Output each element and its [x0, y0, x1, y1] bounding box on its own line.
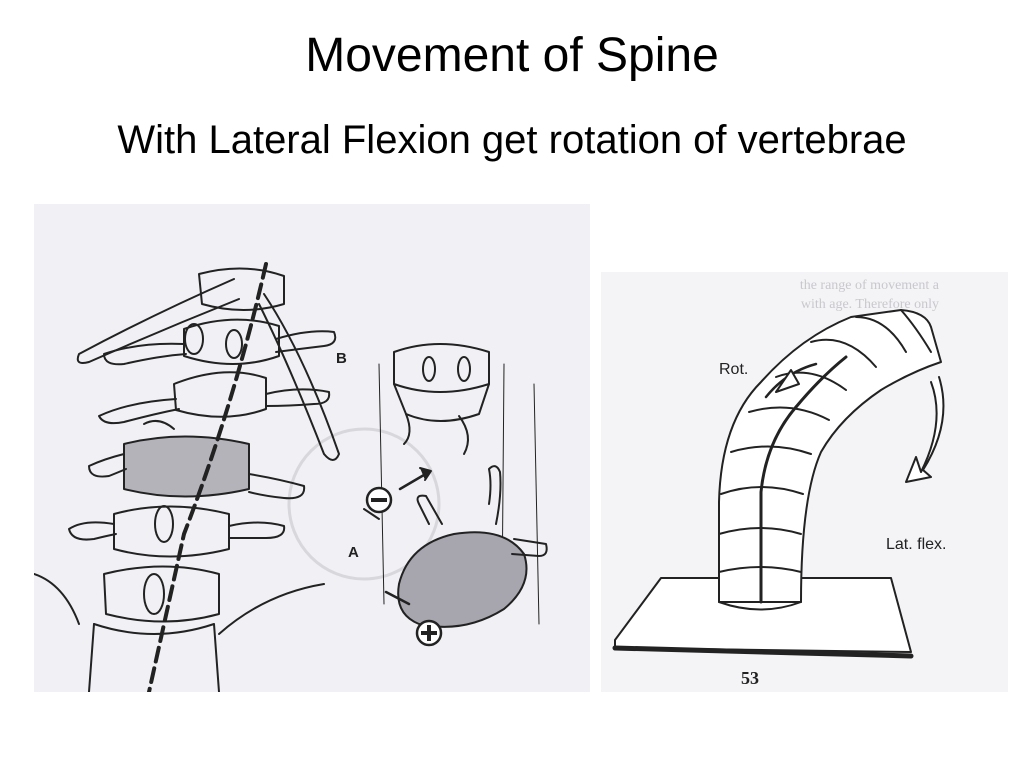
plus-circle-icon: [415, 619, 443, 647]
lateral-flexion-model-figure: the range of movement a with age. Theref…: [601, 272, 1008, 692]
page-number: 53: [741, 668, 759, 688]
label-lateral-flexion: Lat. flex.: [886, 536, 947, 553]
label-a: A: [348, 544, 359, 561]
slide-title: Movement of Spine: [305, 29, 719, 82]
bending-column-drawing: [612, 309, 945, 659]
slide-subtitle: With Lateral Flexion get rotation of ver…: [117, 118, 907, 162]
lumbar-spine-figure: B A: [34, 204, 590, 692]
bleed-through-text: the range of movement a with age. Theref…: [799, 278, 939, 312]
lumbar-spine-drawing: [34, 262, 548, 692]
minus-circle-icon: [365, 486, 393, 514]
label-rotation: Rot.: [719, 361, 749, 378]
label-b: B: [336, 350, 347, 367]
